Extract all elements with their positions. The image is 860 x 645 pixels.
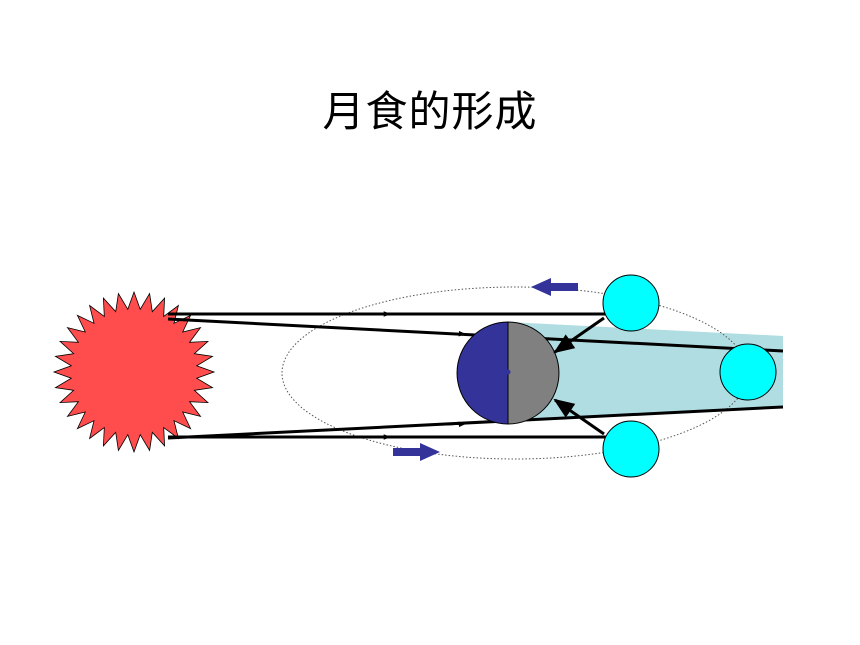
arrow-icon (531, 278, 578, 296)
earth-day-side (456, 321, 509, 425)
ray-arrow (445, 421, 466, 428)
sun-icon (52, 290, 216, 454)
moon-ray (553, 316, 605, 354)
arrow-icon (393, 443, 440, 461)
slide-title: 月食的形成 (322, 87, 538, 136)
moon-icon (602, 420, 660, 478)
light-ray (167, 405, 784, 440)
moon-icon (602, 274, 660, 332)
earth-night-side (507, 321, 560, 425)
ray-arrow (445, 330, 466, 337)
earth-center-dot (505, 369, 511, 375)
moon-ray (553, 398, 605, 436)
moon-icon (719, 343, 777, 401)
